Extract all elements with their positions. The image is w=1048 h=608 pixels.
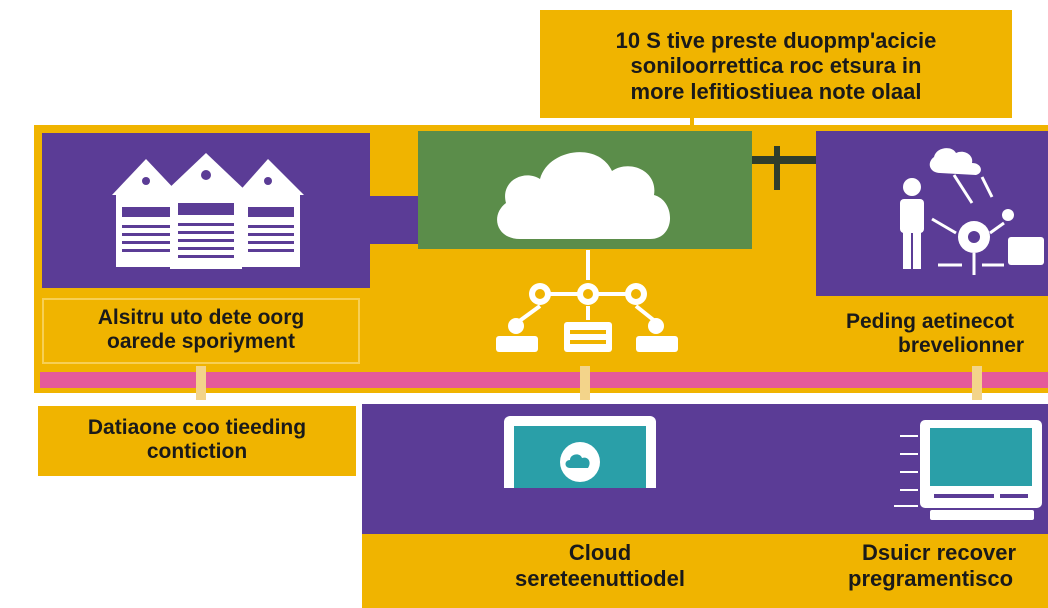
header-note-line-3: more lefitiostiuea note olaal xyxy=(630,78,922,104)
cloud-icon xyxy=(497,152,671,239)
right-top-label-line-2: brevelionner xyxy=(898,334,1025,358)
left-top-label-line-1: Alsitru uto dete oorg xyxy=(97,306,305,329)
bus-post-center xyxy=(580,366,590,400)
left-top-panel xyxy=(42,133,370,288)
right-bottom-label-box xyxy=(834,534,1048,608)
left-top-label: Alsitru uto dete oorg oarede sporiyment xyxy=(42,298,360,364)
header-note-line-2: soniloorrettica roc etsura in xyxy=(630,53,922,79)
monitor-cloud-icon xyxy=(504,416,656,526)
right-connector-post xyxy=(774,146,780,190)
right-bottom-label: Dsuicr recover pregramentisco xyxy=(848,540,1048,593)
monitor-settings-icon xyxy=(894,420,1042,520)
right-top-label-line-1: Peding aetinecot xyxy=(846,310,1015,333)
center-bottom-purple-step xyxy=(420,488,770,534)
right-top-panel xyxy=(816,131,1048,296)
header-note: 10 S tive preste duopmp'acicie soniloorr… xyxy=(540,10,1012,118)
right-top-label: Peding aetinecot brevelionner xyxy=(818,304,1048,370)
header-note-line-1: 10 S tive preste duopmp'acicie xyxy=(615,28,937,53)
person-network-icon xyxy=(900,148,1044,275)
buildings-icon xyxy=(112,153,304,269)
left-bottom-label-line-1: Datiaone coo tieeding xyxy=(87,416,307,439)
right-connector xyxy=(752,156,818,164)
center-bottom-label-line-2: sereteenuttiodel xyxy=(515,566,685,592)
center-bottom-label: Cloud sereteenuttiodel xyxy=(380,540,820,593)
header-connector xyxy=(690,118,694,130)
right-bottom-label-line-2: pregramentisco xyxy=(848,566,1014,592)
bus-post-left xyxy=(196,366,206,400)
network-people-icon xyxy=(496,250,678,352)
left-center-link xyxy=(370,196,420,244)
right-bottom-label-line-1: Dsuicr recover xyxy=(862,540,1017,565)
left-top-label-line-2: oarede sporiyment xyxy=(107,330,295,354)
bus-post-right xyxy=(972,366,982,400)
center-bottom-label-box xyxy=(362,534,834,608)
pink-bus-bar xyxy=(40,372,1048,388)
center-bottom-label-line-1: Cloud xyxy=(568,540,632,565)
left-bottom-label-line-2: contiction xyxy=(146,440,248,464)
center-top-panel xyxy=(418,131,752,249)
left-bottom-label: Datiaone coo tieeding contiction xyxy=(38,406,356,476)
